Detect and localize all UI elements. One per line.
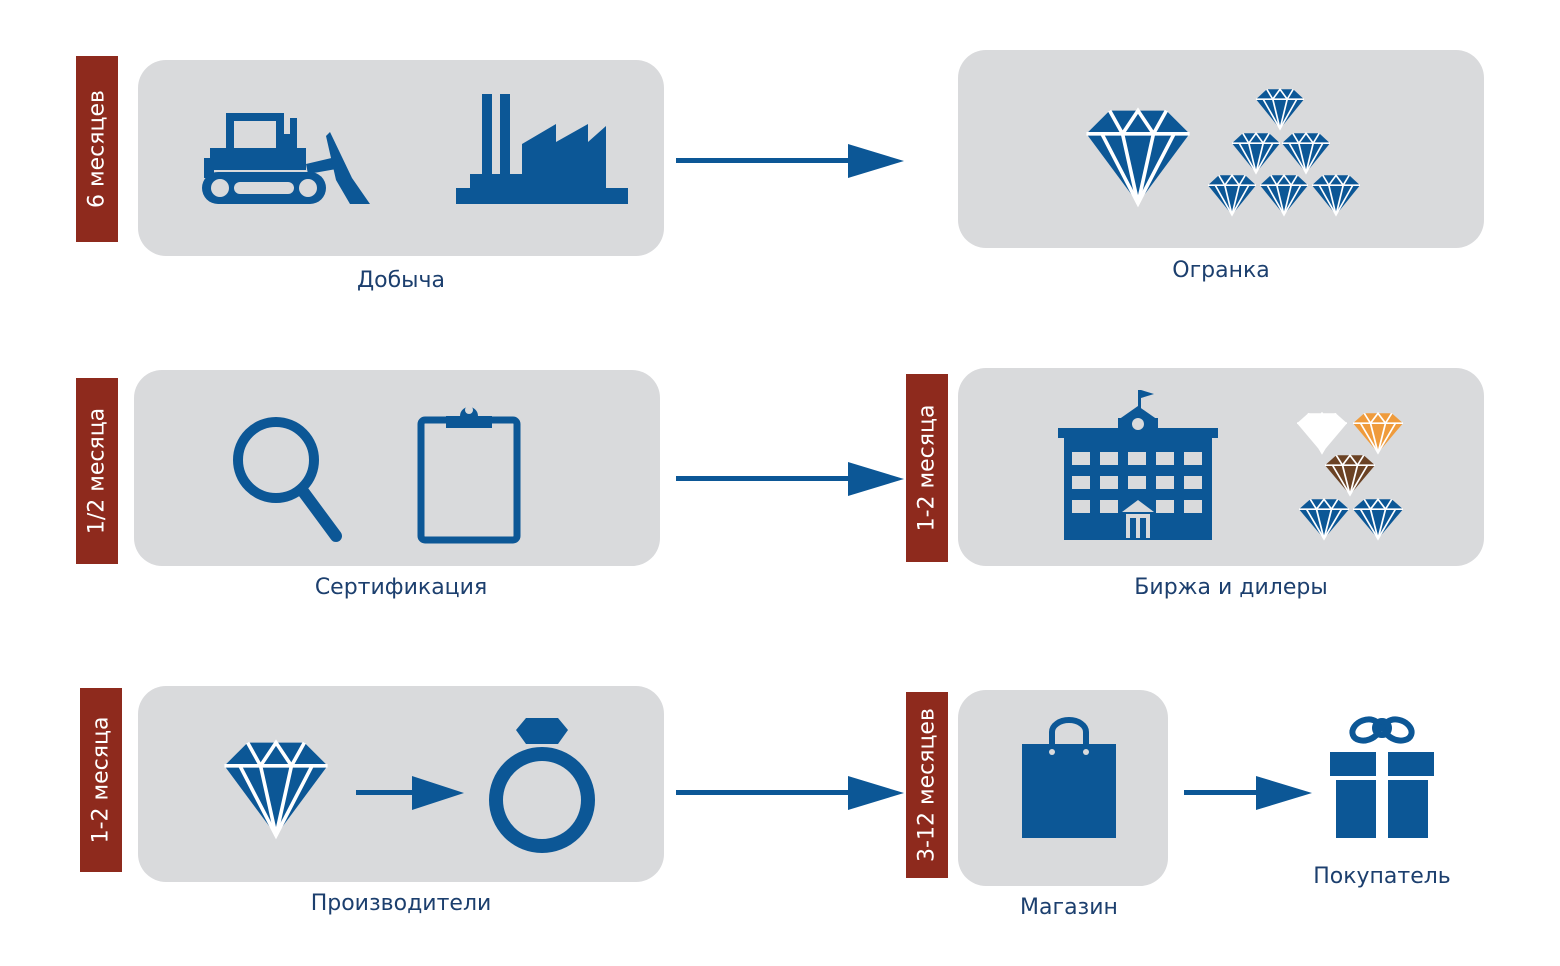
arrow-row3	[676, 776, 904, 810]
duration-tag-certification: 1/2 месяца	[76, 378, 118, 564]
diamond-icon	[222, 740, 330, 838]
magnifier-icon	[233, 417, 342, 542]
duration-tag-exchange: 1-2 месяца	[906, 374, 948, 562]
duration-text: 6 месяцев	[84, 90, 110, 208]
stage-box-certification	[134, 370, 660, 566]
stage-box-cutting	[958, 50, 1484, 248]
diamond-pile-icon	[1207, 88, 1361, 216]
arrow-row1	[676, 144, 904, 178]
arrow-inner-row3	[356, 776, 464, 810]
factory-icon	[456, 94, 628, 204]
stage-label-exchange: Биржа и дилеры	[1134, 575, 1328, 600]
duration-tag-manufacturers: 1-2 месяца	[80, 688, 122, 872]
duration-text: 1-2 месяца	[88, 716, 114, 844]
stage-box-manufacturers	[138, 686, 664, 882]
stage-label-certification: Сертификация	[314, 575, 488, 600]
duration-text: 3-12 месяцев	[914, 708, 940, 862]
gift-icon	[1330, 716, 1434, 838]
stage-box-exchange	[958, 368, 1484, 566]
stage-label-mining: Добыча	[356, 268, 446, 293]
bulldozer-icon	[202, 113, 370, 204]
duration-tag-store: 3-12 месяцев	[906, 692, 948, 878]
arrow-row2	[676, 462, 904, 496]
stage-label-buyer: Покупатель	[1313, 864, 1451, 889]
duration-text: 1-2 месяца	[914, 404, 940, 532]
ring-icon	[489, 718, 595, 853]
exchange-building-icon	[1058, 390, 1218, 540]
duration-text: 1/2 месяца	[84, 407, 110, 535]
colored-diamonds-icon	[1296, 412, 1404, 540]
shopping-bag-icon	[1022, 717, 1116, 838]
clipboard-icon	[417, 406, 521, 544]
arrow-row3-final	[1184, 776, 1312, 810]
stage-label-store: Магазин	[1020, 895, 1118, 920]
large-diamond-icon	[1084, 108, 1192, 206]
stage-label-cutting: Огранка	[1172, 258, 1270, 283]
duration-tag-mining: 6 месяцев	[76, 56, 118, 242]
stage-label-manufacturers: Производители	[310, 891, 492, 916]
